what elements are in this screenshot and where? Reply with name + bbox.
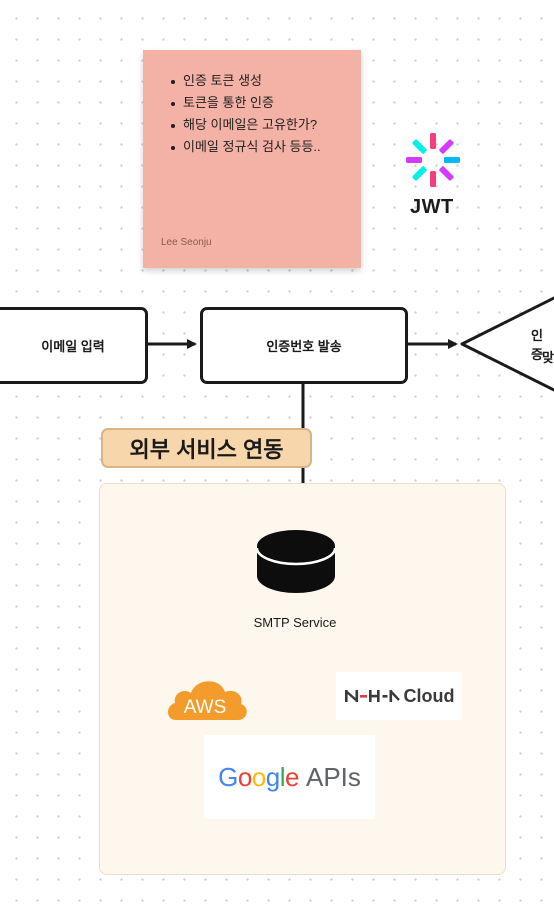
google-letter: e <box>285 761 299 792</box>
sticky-note-list: 인증 토큰 생성 토큰을 통한 인증 해당 이메일은 고유한가? 이메일 정규식… <box>171 70 321 158</box>
aws-logo-text: AWS <box>184 697 227 718</box>
send-code-step-label: 인증번호 발송 <box>266 339 342 354</box>
google-letter: o <box>237 761 252 792</box>
sticky-note-item: 이메일 정규식 검사 등등.. <box>171 136 321 158</box>
google-letter: l <box>279 761 286 792</box>
google-wordmark: Google <box>218 762 299 793</box>
sticky-note-item: 인증 토큰 생성 <box>171 70 321 92</box>
jwt-logo-icon <box>406 133 460 187</box>
send-code-step[interactable]: 인증번호 발송 <box>200 307 408 384</box>
google-letter: g <box>265 761 280 792</box>
email-input-step-label: 이메일 입력 <box>41 339 105 354</box>
decision-label-line1: 인증 <box>531 328 543 362</box>
email-input-step[interactable]: 이메일 입력 <box>0 307 148 384</box>
sticky-note[interactable]: 인증 토큰 생성 토큰을 통한 인증 해당 이메일은 고유한가? 이메일 정규식… <box>143 50 361 268</box>
google-text: Google <box>218 762 299 792</box>
database-icon <box>255 530 337 593</box>
jwt-logo-text: JWT <box>410 196 454 218</box>
aws-logo-icon: AWS <box>167 681 247 720</box>
google-apis-logo: Google APIs <box>204 735 375 819</box>
decision-diamond <box>460 296 554 392</box>
google-letter: G <box>218 761 238 792</box>
sticky-note-author: Lee Seonju <box>161 237 212 248</box>
smtp-service-label: SMTP Service <box>253 615 337 630</box>
external-services-label[interactable]: 외부 서비스 연동 <box>101 428 312 468</box>
sticky-note-item: 토큰을 통한 인증 <box>171 92 321 114</box>
nhn-mark-icon <box>344 690 400 702</box>
decision-label-line2: 맞 <box>542 350 554 365</box>
nhn-cloud-logo: Cloud <box>336 672 462 720</box>
google-apis-text: APIs <box>305 761 361 792</box>
nhn-cloud-text: Cloud <box>403 685 455 706</box>
sticky-note-item: 해당 이메일은 고유한가? <box>171 114 321 136</box>
google-letter: o <box>251 761 266 792</box>
